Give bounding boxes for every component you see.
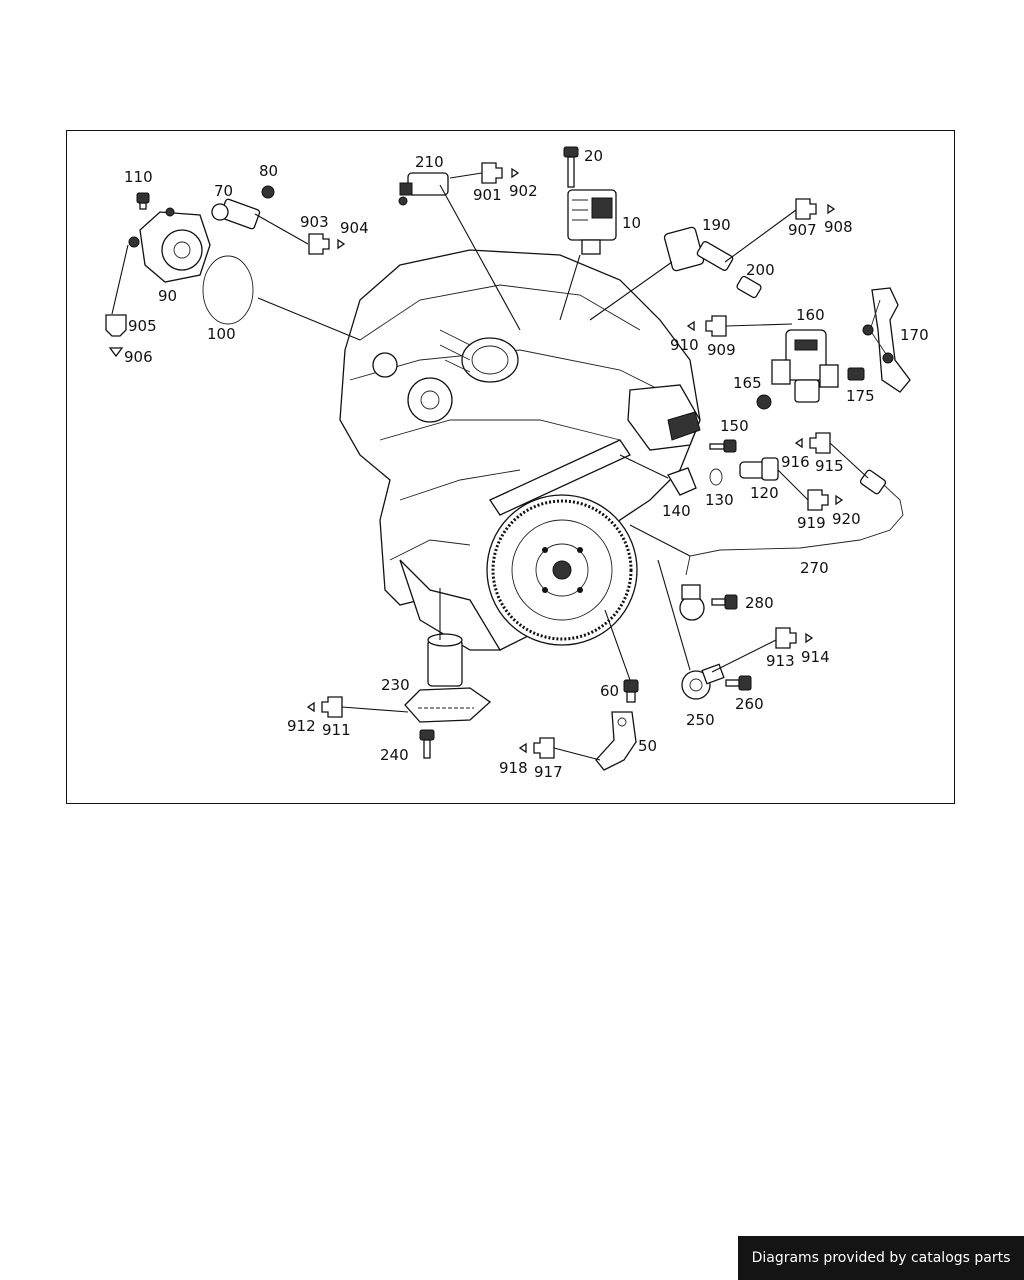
- label-210: 210: [415, 153, 444, 171]
- vacuum-pump-90: [128, 207, 211, 283]
- label-908: 908: [824, 218, 853, 236]
- label-916: 916: [781, 453, 810, 471]
- label-230: 230: [381, 676, 410, 694]
- label-140: 140: [662, 502, 691, 520]
- label-910: 910: [670, 336, 699, 354]
- connector-symbols: [105, 162, 844, 759]
- label-250: 250: [686, 711, 715, 729]
- part-175: [847, 367, 865, 381]
- label-906: 906: [124, 348, 153, 366]
- part-labels: 210 901 902 20 10 110 80 70 903 904 90 1…: [124, 147, 929, 781]
- label-170: 170: [900, 326, 929, 344]
- label-904: 904: [340, 219, 369, 237]
- label-903: 903: [300, 213, 329, 231]
- sensor-120: [739, 457, 779, 481]
- label-917: 917: [534, 763, 563, 781]
- label-60: 60: [600, 682, 619, 700]
- label-160: 160: [796, 306, 825, 324]
- label-90: 90: [158, 287, 177, 305]
- oil-filter-230: [404, 633, 492, 723]
- part-200: [736, 275, 762, 299]
- sensor-250: [681, 663, 725, 700]
- nut-165: [756, 394, 772, 410]
- label-10: 10: [622, 214, 641, 232]
- label-260: 260: [735, 695, 764, 713]
- label-919: 919: [797, 514, 826, 532]
- label-50: 50: [638, 737, 657, 755]
- label-100: 100: [207, 325, 236, 343]
- sensor-210: [398, 172, 449, 206]
- label-120: 120: [750, 484, 779, 502]
- label-190: 190: [702, 216, 731, 234]
- bolt-110: [136, 192, 150, 210]
- bolt-260: [725, 675, 752, 691]
- label-130: 130: [705, 491, 734, 509]
- bolt-280: [711, 594, 738, 610]
- valve-160: [771, 329, 839, 403]
- label-175: 175: [846, 387, 875, 405]
- label-905: 905: [128, 317, 157, 335]
- label-150: 150: [720, 417, 749, 435]
- label-909: 909: [707, 341, 736, 359]
- diagram-frame: [66, 130, 955, 804]
- label-240: 240: [380, 746, 409, 764]
- nut-80: [261, 185, 275, 199]
- label-913: 913: [766, 652, 795, 670]
- label-915: 915: [815, 457, 844, 475]
- label-280: 280: [745, 594, 774, 612]
- sensor-190: [663, 226, 734, 272]
- label-901: 901: [473, 186, 502, 204]
- label-270: 270: [800, 559, 829, 577]
- label-200: 200: [746, 261, 775, 279]
- bolt-240: [419, 729, 435, 759]
- leader-lines: [111, 172, 869, 761]
- label-918: 918: [499, 759, 528, 777]
- flywheel: [486, 494, 638, 646]
- label-911: 911: [322, 721, 351, 739]
- label-907: 907: [788, 221, 817, 239]
- label-165: 165: [733, 374, 762, 392]
- credit-banner: Diagrams provided by catalogs parts: [738, 1236, 1024, 1280]
- bracket-170: [862, 287, 911, 393]
- label-914: 914: [801, 648, 830, 666]
- label-20: 20: [584, 147, 603, 165]
- label-920: 920: [832, 510, 861, 528]
- label-70: 70: [214, 182, 233, 200]
- label-912: 912: [287, 717, 316, 735]
- sensor-70: [211, 198, 261, 230]
- label-110: 110: [124, 168, 153, 186]
- label-902: 902: [509, 182, 538, 200]
- bolt-20: [563, 146, 579, 188]
- label-80: 80: [259, 162, 278, 180]
- washer-130: [709, 468, 723, 486]
- engine-assembly: [339, 249, 701, 651]
- gasket-140: [667, 467, 697, 496]
- module-10: [567, 189, 617, 255]
- bracket-50: [595, 711, 637, 771]
- bolt-60: [623, 679, 639, 703]
- bolt-150: [709, 439, 737, 453]
- seal-ring-100: [202, 255, 254, 325]
